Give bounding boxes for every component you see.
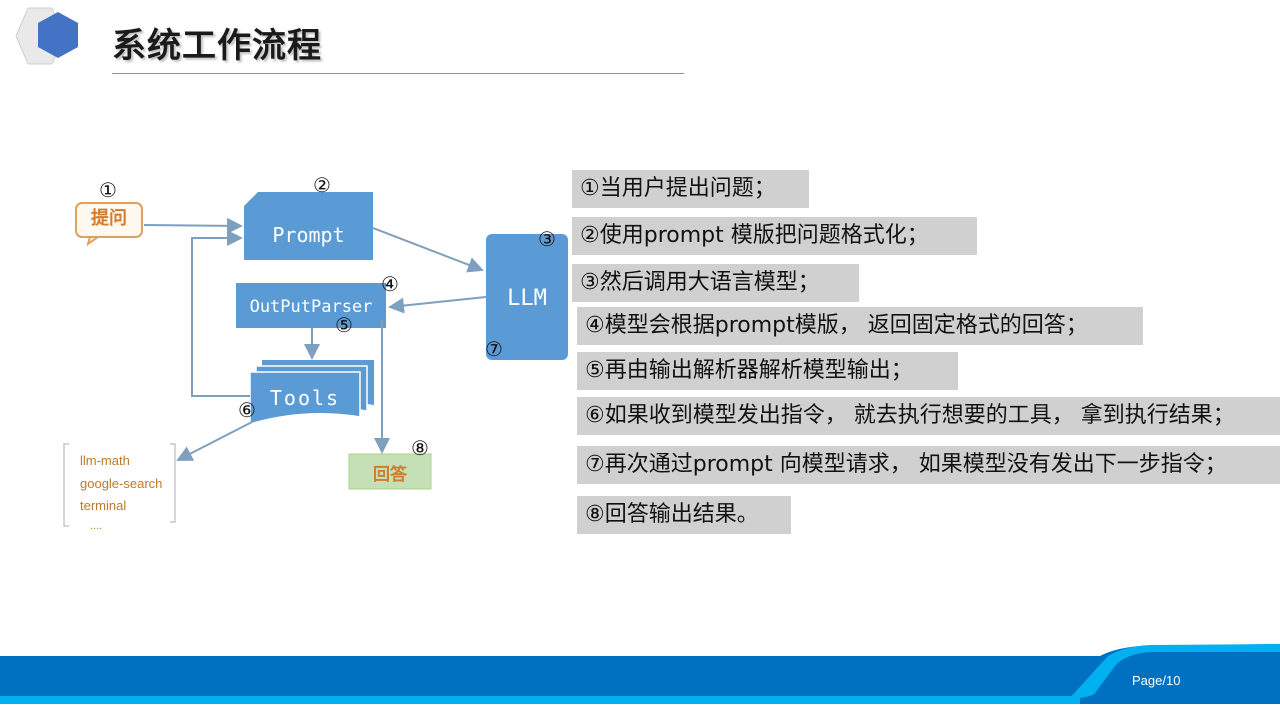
step-4: ④模型会根据prompt模版， 返回固定格式的回答； <box>577 307 1143 345</box>
prompt-node <box>244 192 373 260</box>
tools-node <box>249 360 374 425</box>
step-3: ③然后调用大语言模型； <box>572 264 859 302</box>
step-1: ①当用户提出问题； <box>572 170 809 208</box>
page-number: Page/10 <box>1132 673 1181 688</box>
flow-arrows <box>143 217 487 461</box>
llm-label: LLM <box>507 286 547 311</box>
step-7: ⑦再次通过prompt 向模型请求， 如果模型没有发出下一步指令； <box>577 446 1280 484</box>
prompt-label: Prompt <box>272 223 345 247</box>
answer-node <box>348 453 432 490</box>
marker-8: ⑧ <box>411 436 429 460</box>
title-underline <box>112 73 684 74</box>
tool-item-google-search: google-search <box>80 476 163 491</box>
page-title: 系统工作流程 <box>112 26 322 66</box>
step-8: ⑧回答输出结果。 <box>577 496 791 534</box>
footer-band <box>0 644 1280 720</box>
tool-item-llm-math: llm-math <box>80 453 130 468</box>
marker-3: ③ <box>538 227 556 251</box>
answer-label: 回答 <box>373 465 407 485</box>
parser-label: OutPutParser <box>249 297 373 317</box>
llm-node <box>486 234 568 360</box>
step-5: ⑤再由输出解析器解析模型输出； <box>577 352 958 390</box>
hexagon-logo-icon <box>15 7 78 65</box>
tools-label: Tools <box>269 386 341 410</box>
diagram-shapes <box>63 192 568 527</box>
marker-5: ⑤ <box>335 313 353 337</box>
tool-item-terminal: terminal <box>80 498 127 513</box>
marker-6: ⑥ <box>238 398 256 422</box>
marker-1: ① <box>99 178 117 202</box>
tool-item-more: .... <box>90 520 103 532</box>
parser-node <box>236 283 386 328</box>
tool-list-bracket <box>63 443 176 527</box>
marker-4: ④ <box>381 272 399 296</box>
workflow-diagram: 提问 Prompt LLM OutPutParser Tools 回答 llm-… <box>0 0 570 560</box>
question-label: 提问 <box>91 208 127 229</box>
step-6: ⑥如果收到模型发出指令， 就去执行想要的工具， 拿到执行结果； <box>577 397 1280 435</box>
step-2: ②使用prompt 模版把问题格式化； <box>572 217 977 255</box>
marker-7: ⑦ <box>485 337 503 361</box>
marker-2: ② <box>313 173 331 197</box>
question-bubble-icon <box>75 202 143 247</box>
